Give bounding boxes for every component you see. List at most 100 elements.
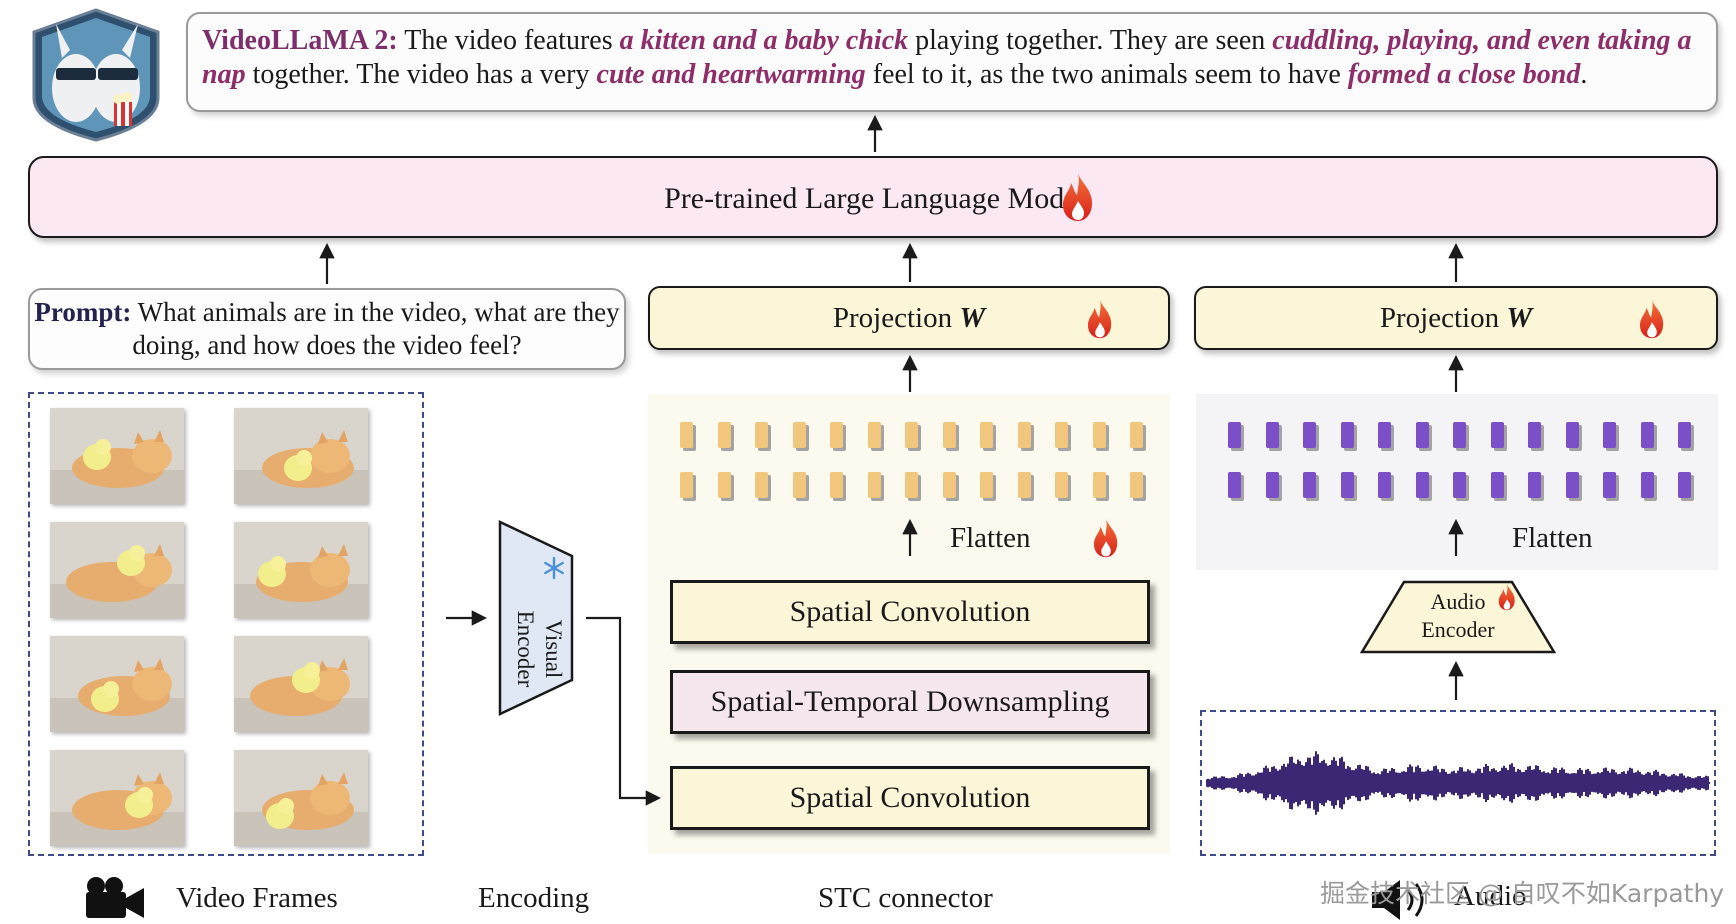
visual-token — [1092, 422, 1106, 448]
audio-encoder-label: Audio Encoder — [1410, 588, 1506, 644]
audio-token — [1228, 422, 1241, 448]
audio-token — [1565, 472, 1579, 498]
visual-token — [830, 422, 843, 448]
audio-token — [1528, 422, 1541, 448]
output-text-2: playing together. They are seen — [908, 25, 1273, 56]
audio-token — [1678, 422, 1691, 448]
video-frame-thumbnail — [50, 408, 184, 504]
video-frame-thumbnail — [234, 408, 368, 504]
visual-token — [792, 422, 806, 448]
audio-token — [1678, 472, 1691, 498]
visual-token — [905, 422, 918, 448]
flatten-audio-label: Flatten — [1512, 522, 1593, 554]
audio-token — [1565, 422, 1579, 448]
watermark: 掘金技术社区 @ 自叹不如Karpathy — [1320, 879, 1725, 908]
visual-token — [1092, 472, 1106, 498]
audio-encoder-line2: Encoder — [1421, 617, 1495, 642]
audio-waveform-panel — [1200, 710, 1716, 856]
audio-token — [1378, 472, 1391, 498]
audio-token — [1340, 472, 1354, 498]
video-frame-thumbnail — [234, 522, 368, 618]
visual-token — [717, 422, 731, 448]
output-text-5: . — [1580, 59, 1588, 90]
audio-token — [1528, 472, 1541, 498]
visual-token — [1017, 422, 1031, 448]
projection-visual-label: Projection W — [832, 302, 986, 334]
audio-token — [1640, 422, 1654, 448]
caption-encoding: Encoding — [478, 882, 590, 914]
llm-box: Pre-trained Large Language Model — [28, 156, 1718, 238]
output-text-3: together. The video has a very — [245, 59, 597, 90]
caption-audio: Audio — [1454, 880, 1527, 912]
projection-audio-box: Projection W — [1194, 286, 1718, 350]
visual-token — [792, 472, 806, 498]
visual-token — [755, 422, 768, 448]
visual-token — [1055, 472, 1068, 498]
video-frame-thumbnail — [50, 636, 184, 732]
speaker-icon — [1372, 880, 1424, 920]
visual-token — [905, 472, 918, 498]
llama-logo-icon — [26, 6, 166, 144]
audio-token — [1303, 422, 1316, 448]
video-frames-panel — [28, 392, 424, 856]
audio-token — [1453, 422, 1466, 448]
visual-token — [867, 472, 881, 498]
audio-token — [1453, 472, 1466, 498]
visual-token — [980, 422, 993, 448]
visual-token — [980, 472, 993, 498]
output-highlight-3: cute and heartwarming — [596, 59, 866, 90]
video-frame-thumbnail — [234, 636, 368, 732]
visual-token — [1055, 422, 1068, 448]
audio-token — [1265, 472, 1279, 498]
model-name: VideoLLaMA 2: — [202, 25, 398, 56]
audio-token — [1265, 422, 1279, 448]
visual-token — [680, 422, 693, 448]
audio-token — [1490, 472, 1504, 498]
audio-token — [1603, 472, 1616, 498]
spatial-convolution-bottom: Spatial Convolution — [670, 766, 1150, 830]
llm-label: Pre-trained Large Language Model — [664, 182, 1086, 215]
audio-waveform — [1206, 751, 1710, 815]
visual-token — [717, 472, 731, 498]
video-camera-icon — [86, 877, 144, 918]
visual-token — [1130, 472, 1143, 498]
visual-token — [1130, 422, 1143, 448]
visual-token — [680, 472, 693, 498]
audio-token — [1490, 422, 1504, 448]
prompt-label: Prompt: — [34, 297, 132, 327]
spatial-temporal-downsampling: Spatial-Temporal Downsampling — [670, 670, 1150, 734]
spatial-convolution-top: Spatial Convolution — [670, 580, 1150, 644]
output-highlight-1: a kitten and a baby chick — [619, 25, 909, 56]
video-frame-thumbnail — [50, 522, 184, 618]
projection-visual-box: Projection W — [648, 286, 1170, 350]
output-highlight-2: cuddling, playing, and even taking a nap — [202, 25, 1692, 90]
audio-token — [1603, 422, 1616, 448]
visual-token — [1017, 472, 1031, 498]
visual-token — [942, 472, 956, 498]
flatten-visual-label: Flatten — [950, 522, 1031, 554]
video-frame-thumbnail — [234, 750, 368, 846]
audio-token — [1303, 472, 1316, 498]
visual-token — [867, 422, 881, 448]
visual-token — [830, 472, 843, 498]
model-output-box: VideoLLaMA 2: The video features a kitte… — [186, 12, 1718, 112]
prompt-box: Prompt: What animals are in the video, w… — [28, 288, 626, 370]
audio-token — [1415, 472, 1429, 498]
output-text-4: feel to it, as the two animals seem to h… — [865, 59, 1348, 90]
prompt-text: What animals are in the video, what are … — [131, 297, 620, 360]
visual-token — [942, 422, 956, 448]
visual-token — [755, 472, 768, 498]
snowflake-icon — [544, 556, 564, 580]
audio-token — [1415, 422, 1429, 448]
audio-encoder-line1: Audio — [1430, 589, 1486, 614]
output-text-1: The video features — [397, 25, 620, 56]
video-frame-thumbnail — [50, 750, 184, 846]
projection-audio-label: Projection W — [1379, 302, 1533, 334]
audio-token — [1378, 422, 1391, 448]
audio-token — [1340, 422, 1354, 448]
output-highlight-4: formed a close bond — [1347, 59, 1581, 90]
audio-token — [1640, 472, 1654, 498]
audio-token — [1228, 472, 1241, 498]
caption-video-frames: Video Frames — [176, 882, 338, 914]
caption-stc-connector: STC connector — [818, 882, 993, 914]
